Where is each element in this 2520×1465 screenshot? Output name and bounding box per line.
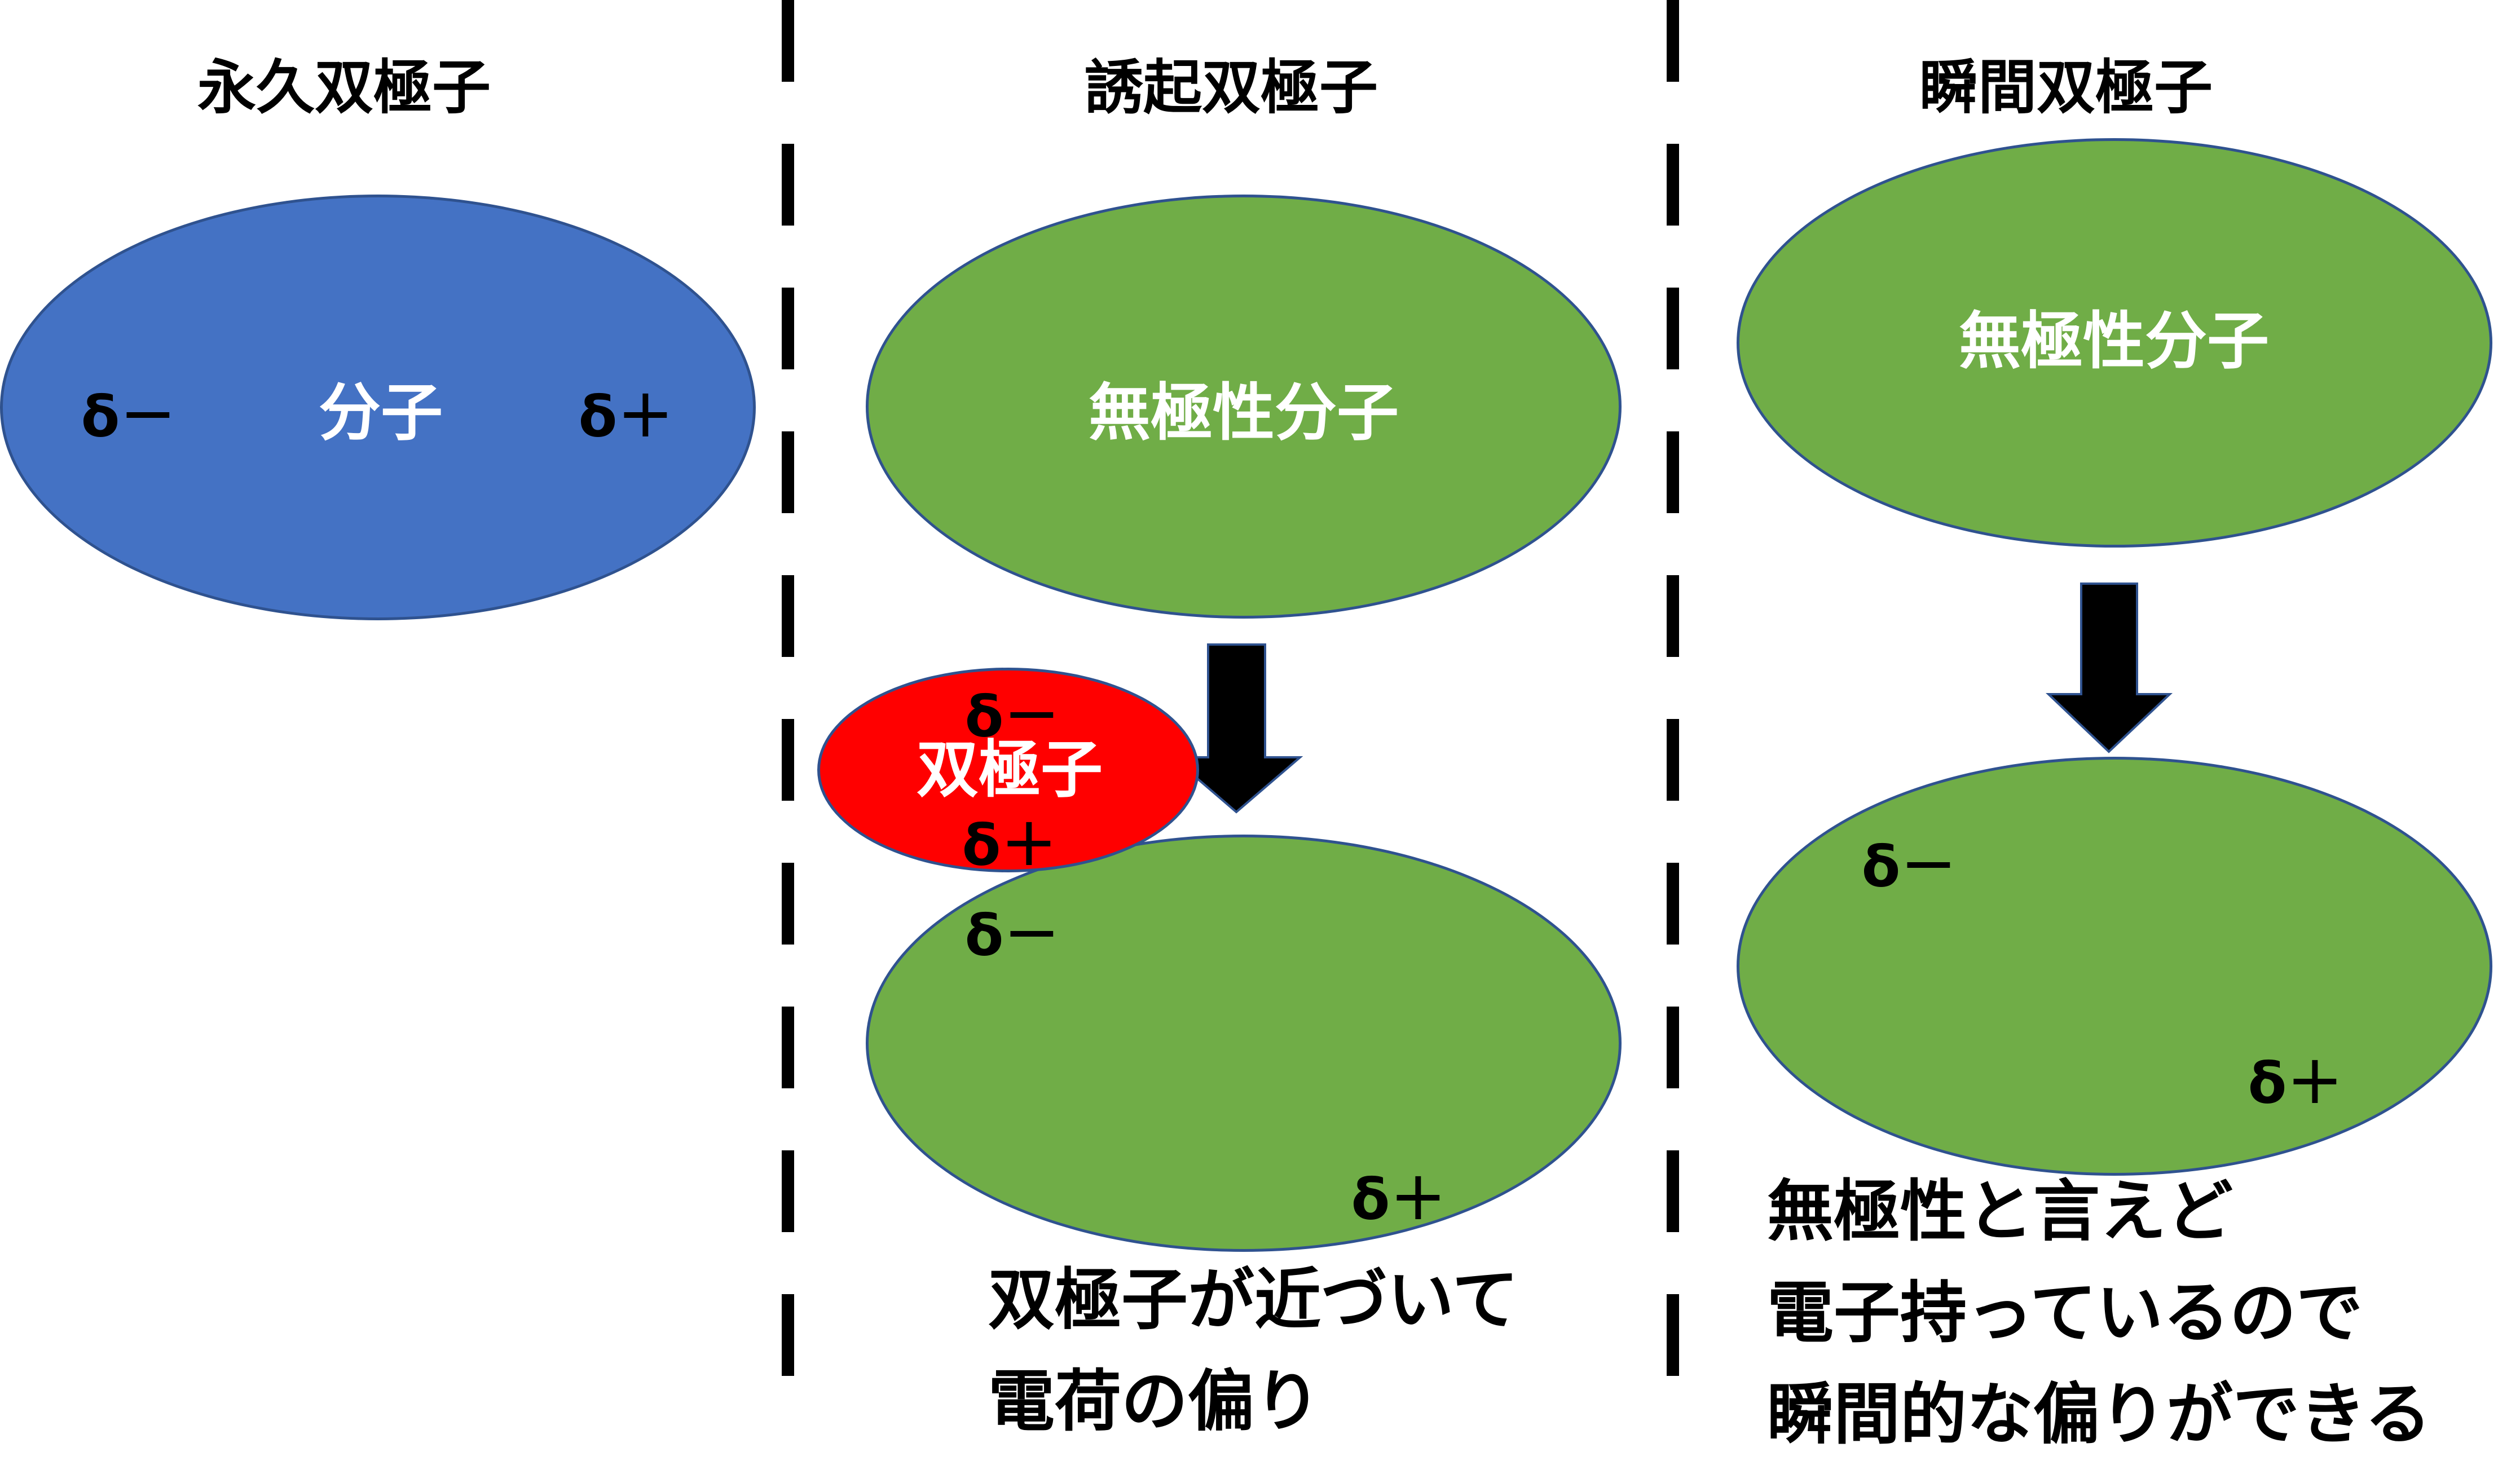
permanent-molecule-label: 分子 [319,377,443,449]
divider-dash [1667,144,1679,226]
instantaneous-result-delta-plus: δ＋ [2248,1050,2343,1117]
divider-dash [782,719,794,801]
induced-caption-line: 電荷の偏り [988,1362,1321,1440]
divider-dash [782,1007,794,1088]
down-arrow-icon [1169,643,1303,814]
induced-dipole-title: 誘起双極子 [1084,53,1378,122]
instantaneous-dipole-title: 瞬間双極子 [1919,53,2213,122]
induced-polarized-molecule-ellipse [866,835,1622,1252]
divider-dash [1667,575,1679,657]
instantaneous-caption-line: 瞬間的な偏りができる [1767,1375,2431,1453]
instantaneous-nonpolar-molecule-label: 無極性分子 [1959,305,2269,377]
divider-dash [782,144,794,226]
induced-caption: 双極子が近づいて 電荷の偏り [988,1249,1518,1452]
down-arrow-icon [2046,583,2173,753]
divider-dash [782,288,794,369]
permanent-molecule-ellipse [0,195,756,620]
divider-dash [1667,288,1679,369]
divider-dash [1667,1150,1679,1232]
instantaneous-caption-line: 無極性と言えど [1767,1172,2233,1250]
induced-nonpolar-molecule-ellipse [866,195,1622,619]
instantaneous-result-delta-minus: δ－ [1861,833,1957,900]
divider-dash [782,0,794,82]
induced-nonpolar-molecule-label: 無極性分子 [1089,377,1399,449]
divider-dash [1667,863,1679,945]
divider-dash [782,431,794,513]
divider-dash [1667,719,1679,801]
instantaneous-caption-line: 電子持っているので [1767,1274,2363,1352]
divider-dash [782,1294,794,1376]
dipole-molecule-ellipse [817,668,1199,872]
instantaneous-nonpolar-molecule-ellipse [1737,138,2492,548]
dipole-delta-plus: δ＋ [962,812,1058,879]
divider-dash [782,863,794,945]
permanent-delta-minus: δ－ [81,383,177,450]
divider-dash [1667,1294,1679,1376]
induced-result-delta-minus: δ－ [964,902,1060,969]
dipole-delta-minus: δ－ [964,683,1060,750]
instantaneous-caption: 無極性と言えど 電子持っているので 瞬間的な偏りができる [1767,1160,2431,1465]
permanent-delta-plus: δ＋ [578,383,674,450]
divider-dash [1667,431,1679,513]
divider-dash [782,1150,794,1232]
dipole-label: 双極子 [917,734,1103,806]
permanent-dipole-title: 永久双極子 [197,53,491,122]
instantaneous-polarized-molecule-ellipse [1737,757,2492,1176]
divider-dash [1667,0,1679,82]
divider-dash [782,575,794,657]
divider-dash [1667,1007,1679,1088]
induced-result-delta-plus: δ＋ [1351,1166,1447,1233]
induced-caption-line: 双極子が近づいて [988,1261,1519,1339]
